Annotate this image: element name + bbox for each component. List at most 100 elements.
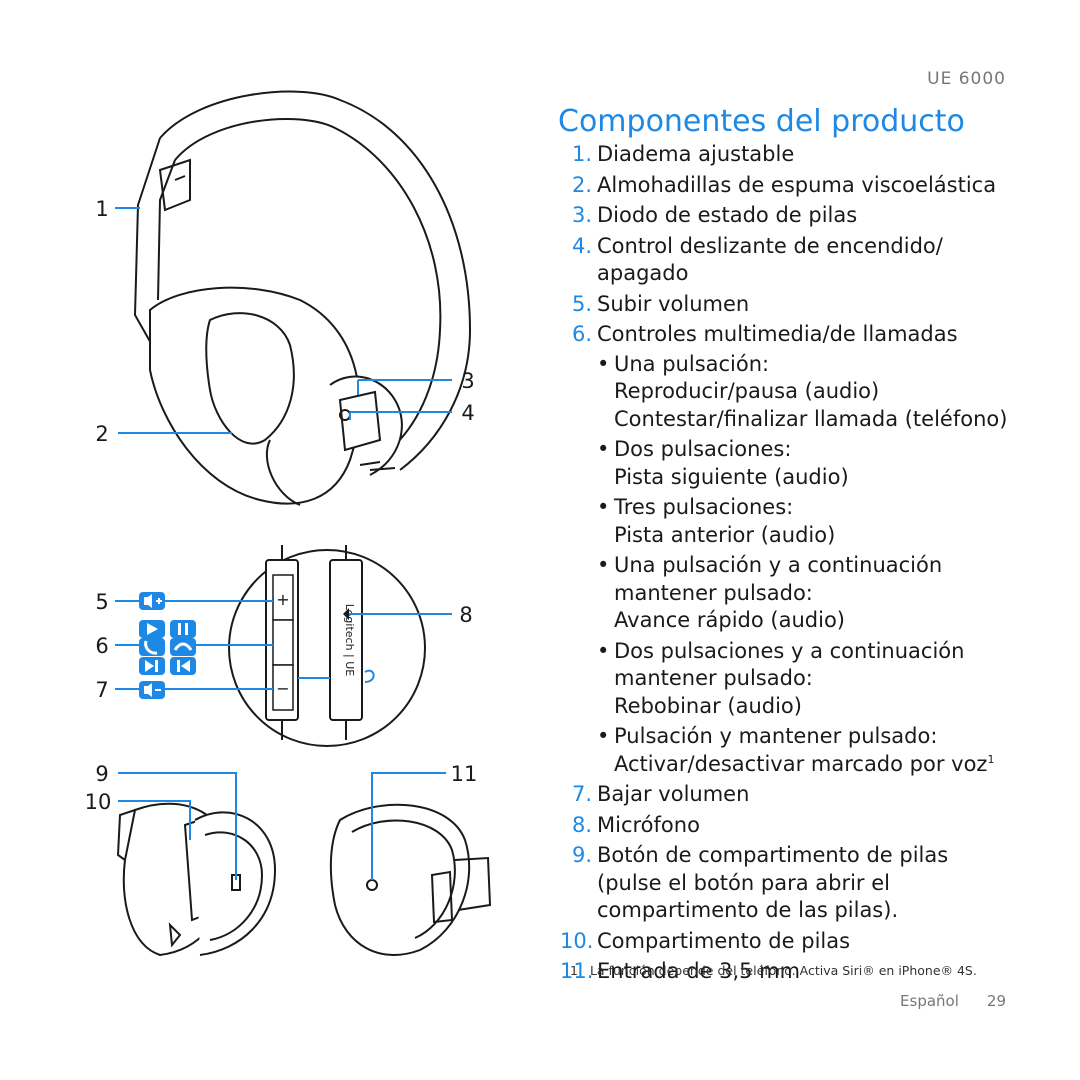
callout-lines-bottom (118, 772, 446, 880)
remote-closeup: + − Logitech | UE (228, 545, 426, 747)
item-text: Subir volumen (597, 291, 750, 316)
list-item: 6.Controles multimedia/de llamadas • Una… (560, 321, 1040, 778)
sub-line: Reproducir/pausa (audio) (614, 379, 880, 403)
media-key (272, 619, 294, 666)
item-text: Botón de compartimento de pilas (pulse e… (597, 843, 949, 922)
item-number: 5. (571, 291, 592, 316)
sub-line: Una pulsación y a continuación mantener … (614, 553, 943, 605)
item-text: Diadema ajustable (597, 142, 795, 166)
bullet: • (597, 351, 610, 376)
page-number: 29 (986, 992, 1006, 1010)
zoom-circle (228, 549, 426, 747)
sub-line: Una pulsación: (614, 351, 770, 376)
callout-1: 1 (95, 197, 108, 221)
next-track-icon (139, 657, 165, 675)
sub-list: • Una pulsación: Reproducir/pausa (audio… (597, 351, 1040, 779)
volume-up-icon (139, 592, 165, 610)
sub-item: • Una pulsación y a continuación mantene… (597, 552, 964, 635)
list-item: 3.Diodo de estado de pilas (560, 202, 1040, 230)
item-text: Micrófono (597, 812, 700, 837)
footnote-mark: 1 (570, 963, 578, 978)
sub-line: Pulsación y mantener pulsado: (614, 724, 938, 748)
bullet: • (597, 437, 610, 461)
list-item: 9.Botón de compartimento de pilas (pulse… (560, 842, 957, 925)
item-number: 1. (571, 142, 592, 166)
item-text: Diodo de estado de pilas (597, 203, 858, 227)
sub-line-text: Activar/desactivar marcado por voz (614, 751, 988, 776)
list-item: 5.Subir volumen (560, 291, 1040, 319)
item-number: 2. (571, 172, 592, 197)
sub-line: Pista siguiente (audio) (614, 464, 849, 489)
item-number: 7. (571, 782, 592, 806)
footnote-text: La función depende del teléfono. Activa … (589, 963, 977, 978)
item-number: 8. (571, 812, 592, 837)
callout-7: 7 (95, 678, 108, 702)
play-icon (139, 620, 165, 638)
callout-8: 8 (459, 603, 472, 627)
item-number: 6. (571, 322, 592, 346)
bullet: • (597, 553, 610, 577)
callout-5: 5 (95, 590, 108, 614)
sub-line: Dos pulsaciones: (614, 437, 792, 461)
sub-line: Dos pulsaciones y a continuación mantene… (614, 638, 965, 691)
phone-answer-icon (139, 638, 165, 656)
item-text: Entrada de 3,5 mm (597, 959, 801, 983)
item-number: 4. (571, 233, 592, 258)
list-item: 2.Almohadillas de espuma viscoelástica (560, 172, 1040, 200)
item-number: 9. (571, 843, 592, 867)
page-footer: Español 29 (900, 992, 1006, 1010)
item-number: 11. (560, 959, 594, 983)
earcups-front-view (116, 802, 492, 957)
pause-icon (170, 620, 196, 638)
sub-line: Tres pulsaciones: (614, 495, 794, 519)
plus-symbol: + (276, 590, 289, 609)
remote-brand-text: Logitech | UE (343, 604, 356, 677)
button-icons (139, 592, 196, 699)
sub-item: • Dos pulsaciones: Pista siguiente (audi… (597, 436, 1040, 491)
item-text: Bajar volumen (597, 782, 750, 806)
item-text: Compartimento de pilas (597, 928, 851, 953)
sub-line: Contestar/finalizar llamada (teléfono) (614, 406, 1008, 431)
sub-line: Rebobinar (audio) (614, 693, 802, 718)
headphones-side-view (133, 90, 472, 506)
phone-end-icon (170, 638, 196, 656)
callout-4: 4 (461, 401, 474, 425)
callout-2: 2 (95, 422, 108, 446)
list-item: 7.Bajar volumen (560, 781, 1040, 809)
footnote-ref: 1 (987, 752, 995, 766)
list-item: 4.Control deslizante de encendido/ apaga… (560, 233, 1040, 288)
sub-item: • Tres pulsaciones: Pista anterior (audi… (597, 494, 1040, 549)
footer-language: Español (900, 992, 959, 1010)
callout-lines-top (115, 207, 452, 434)
sub-item: • Una pulsación: Reproducir/pausa (audio… (597, 351, 1040, 434)
callout-3: 3 (461, 369, 474, 393)
sub-line: Avance rápido (audio) (614, 608, 845, 632)
sub-line: Pista anterior (audio) (614, 522, 836, 547)
headphones-diagram: + − Logitech | UE (85, 90, 492, 957)
model-name: UE 6000 (927, 69, 1006, 89)
page-title: Componentes del producto (558, 104, 965, 139)
components-list: 1.Diadema ajustable 2.Almohadillas de es… (560, 141, 1040, 989)
sub-item: • Pulsación y mantener pulsado: Activar/… (597, 723, 1040, 778)
list-item: 10.Compartimento de pilas (560, 928, 1040, 956)
item-number: 3. (571, 203, 592, 227)
callout-6: 6 (95, 634, 108, 658)
callout-10: 10 (85, 790, 112, 814)
callout-lines-remote (115, 600, 452, 690)
bullet: • (597, 638, 610, 663)
item-number: 10. (560, 928, 594, 953)
bullet: • (597, 724, 610, 748)
list-item: 11.Entrada de 3,5 mm (560, 958, 1040, 986)
microphone-icon (343, 608, 349, 620)
minus-symbol: − (276, 679, 289, 698)
callout-9: 9 (95, 762, 108, 786)
footnote: 1 La función depende del teléfono. Activa… (570, 963, 977, 978)
previous-track-icon (170, 657, 196, 675)
list-item: 8.Micrófono (560, 812, 1040, 840)
sub-line: Activar/desactivar marcado por voz1 (614, 751, 1040, 779)
volume-down-icon (139, 681, 165, 699)
item-text: Control deslizante de encendido/ apagado (597, 233, 943, 286)
callout-11: 11 (451, 762, 478, 786)
bullet: • (597, 495, 610, 519)
item-text: Almohadillas de espuma viscoelástica (597, 172, 997, 197)
